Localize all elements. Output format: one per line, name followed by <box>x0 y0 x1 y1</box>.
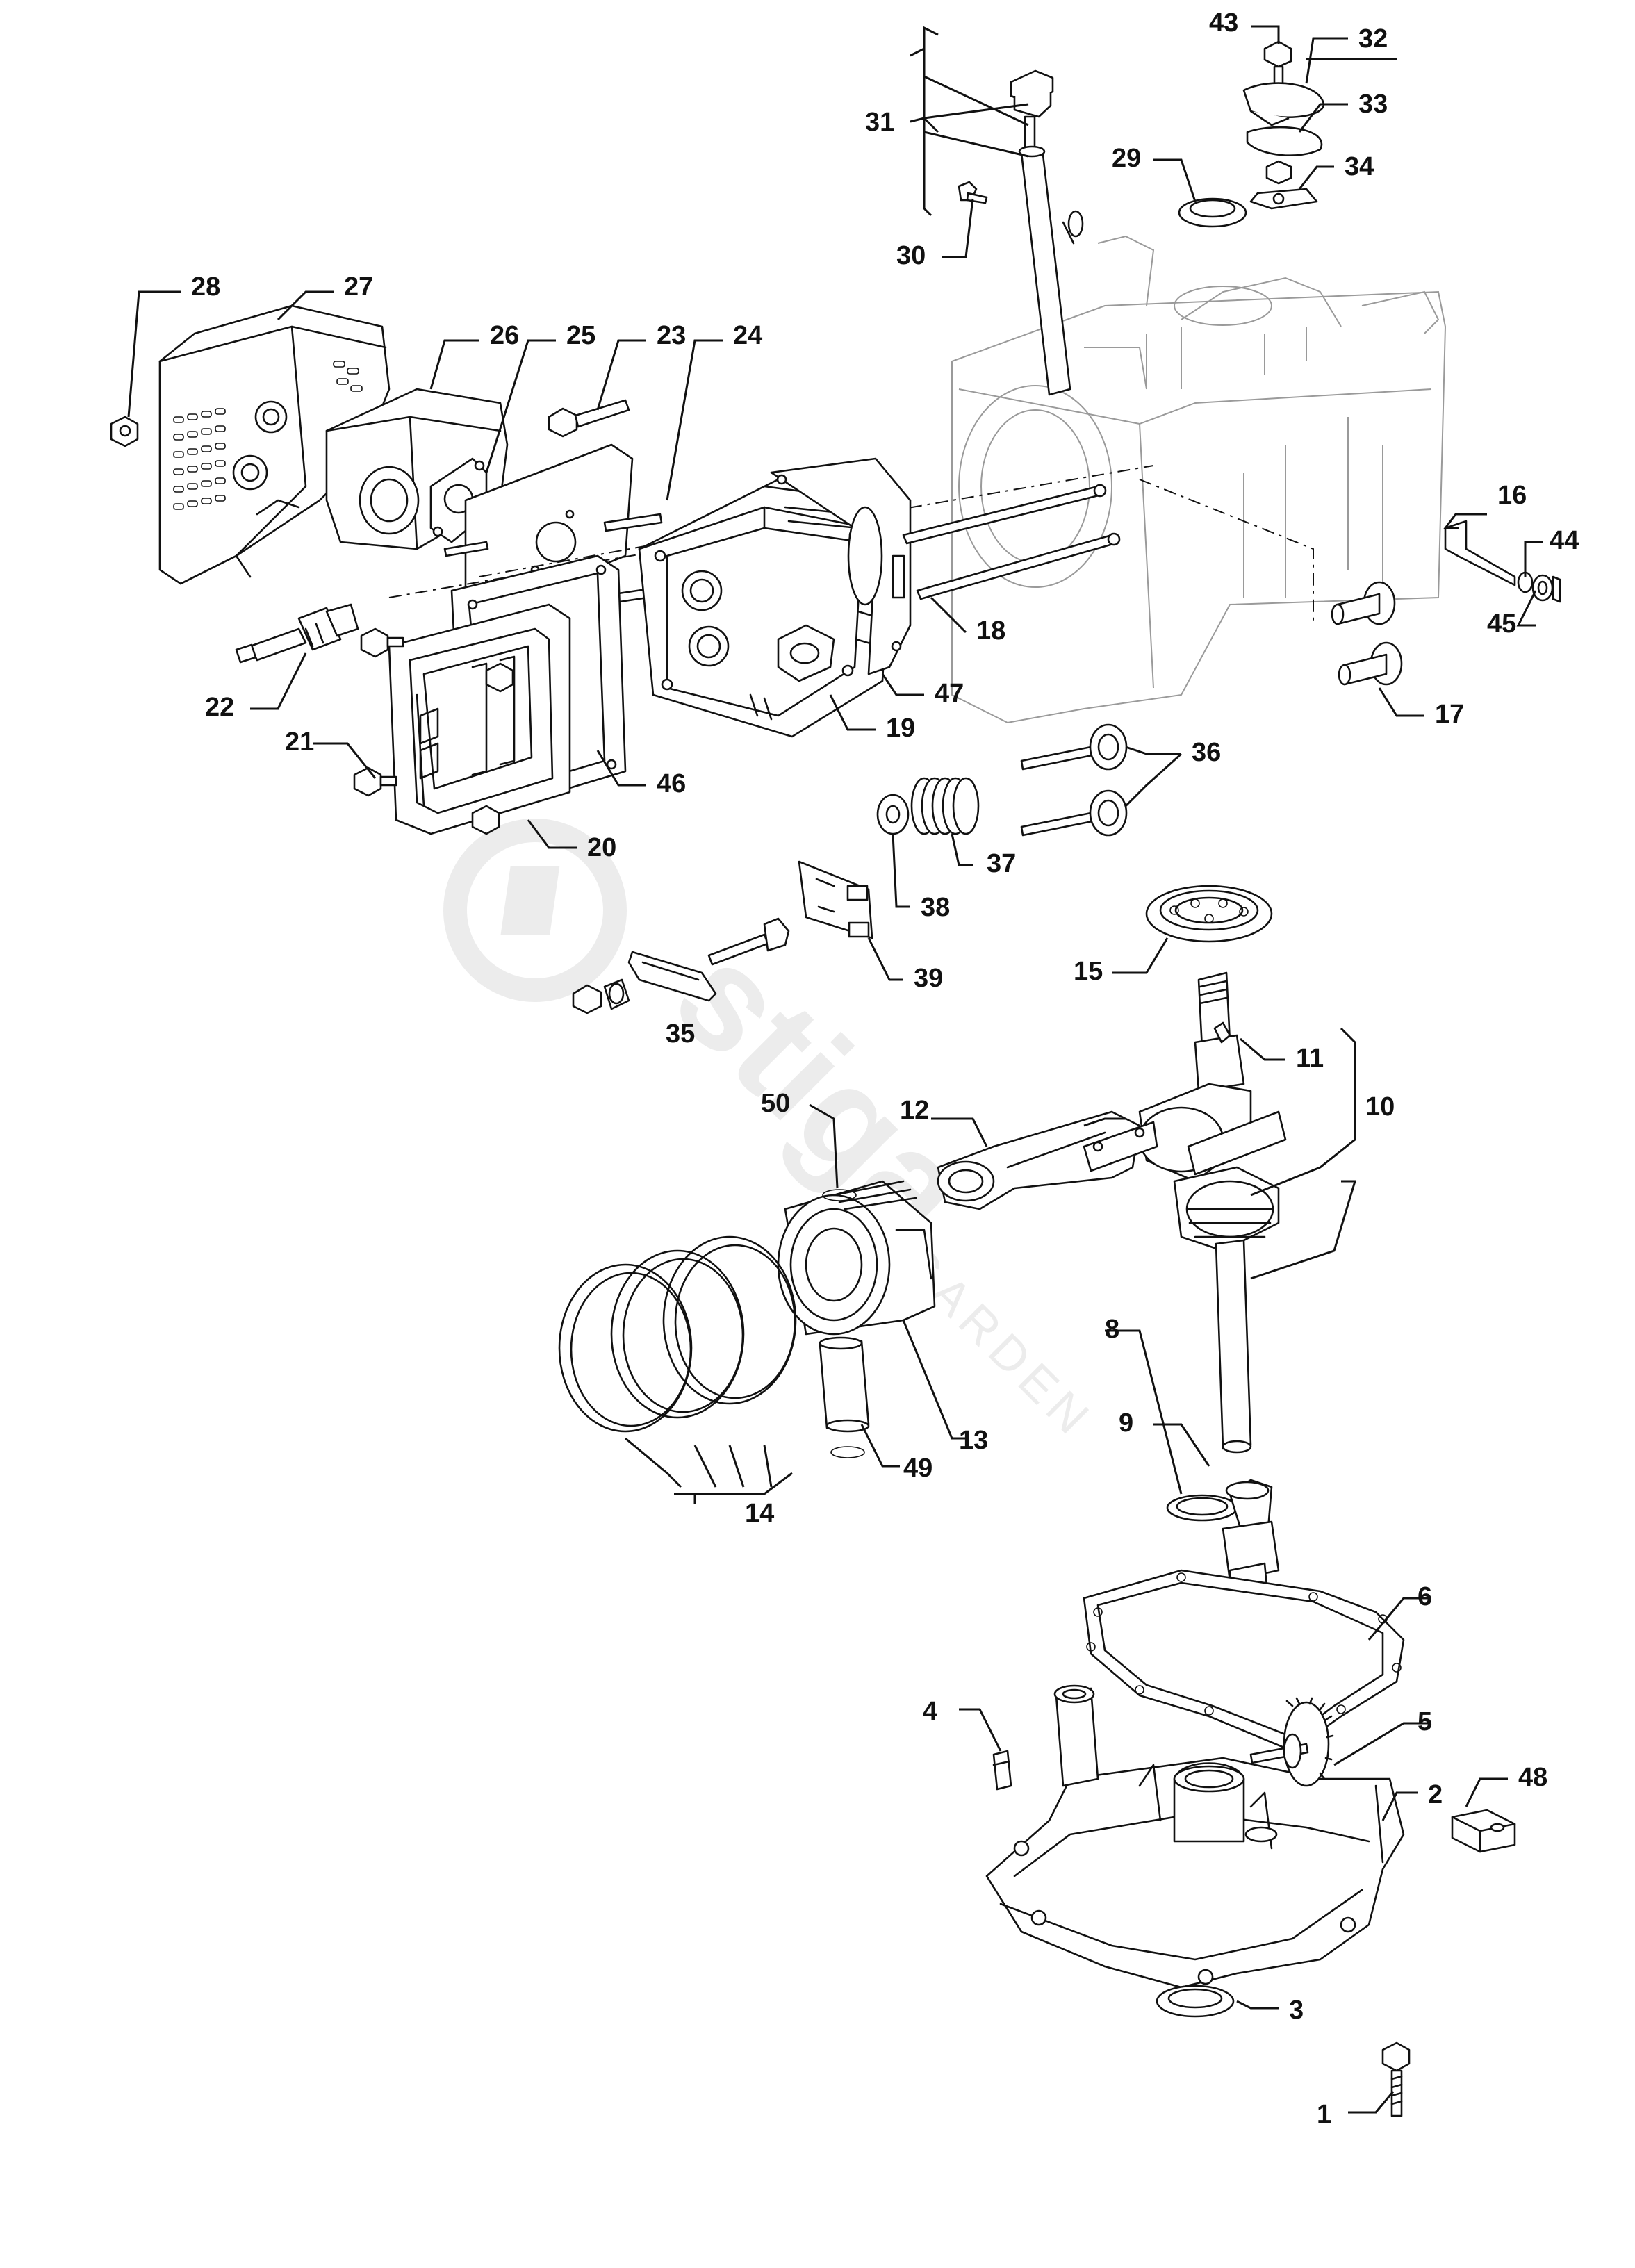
valve-cover <box>388 603 571 835</box>
callout-37: 37 <box>987 849 1016 878</box>
main-bearing <box>1145 885 1273 943</box>
governor-linkage <box>1444 520 1561 603</box>
oil-seal-3 <box>1156 1984 1235 2018</box>
callout-31: 31 <box>865 108 894 137</box>
breather-assembly <box>1242 40 1325 210</box>
callout-38: 38 <box>921 893 950 922</box>
callout-43: 43 <box>1209 8 1238 38</box>
callout-6: 6 <box>1418 1582 1432 1611</box>
cover-bolt <box>471 805 500 835</box>
engine-block-ghost <box>951 235 1447 724</box>
tappets <box>1331 581 1403 686</box>
callout-12: 12 <box>900 1096 929 1125</box>
piston-rings <box>558 1235 797 1433</box>
callout-3: 3 <box>1289 1996 1304 2025</box>
cover-bolt <box>485 662 514 693</box>
callout-39: 39 <box>914 964 943 993</box>
piston-pin <box>819 1336 870 1433</box>
guide-plate <box>798 860 873 939</box>
cover-bolts <box>353 627 514 835</box>
callout-11: 11 <box>1296 1044 1324 1073</box>
callout-17: 17 <box>1435 700 1464 729</box>
bracket-48 <box>1451 1809 1516 1853</box>
valve-spring <box>910 777 980 835</box>
callout-30: 30 <box>896 241 926 270</box>
governor-gear <box>1249 1697 1334 1787</box>
callout-1: 1 <box>1317 2100 1331 2129</box>
callout-labels: 1 2 3 4 5 6 8 9 10 11 12 13 14 15 16 17 … <box>191 8 1579 2129</box>
cover-bolt <box>360 627 404 658</box>
callout-26: 26 <box>490 321 519 350</box>
vent-slots <box>173 361 363 510</box>
crankshaft <box>1138 971 1287 1454</box>
spring-retainer <box>876 794 910 835</box>
head-gasket <box>770 457 912 675</box>
rocker-assembly <box>572 917 790 1014</box>
oil-seal-29 <box>1178 197 1247 228</box>
callout-33: 33 <box>1358 90 1388 119</box>
callout-32: 32 <box>1358 24 1388 54</box>
callout-18: 18 <box>976 616 1005 646</box>
callout-49: 49 <box>903 1454 932 1483</box>
callout-2: 2 <box>1428 1780 1443 1809</box>
callout-23: 23 <box>657 321 686 350</box>
callout-48: 48 <box>1518 1763 1547 1792</box>
callout-27: 27 <box>344 272 373 302</box>
cylinder-head <box>638 478 891 738</box>
watermark: stiga GARDEN <box>443 819 1104 1449</box>
callout-4: 4 <box>923 1697 937 1726</box>
callout-25: 25 <box>566 321 595 350</box>
callout-8: 8 <box>1105 1315 1119 1344</box>
callout-19: 19 <box>886 714 915 743</box>
camshaft-seal <box>1166 1494 1238 1522</box>
callout-16: 16 <box>1497 481 1527 510</box>
callout-20: 20 <box>587 833 616 862</box>
push-rods <box>902 484 1121 600</box>
callout-47: 47 <box>935 679 964 708</box>
callout-22: 22 <box>205 693 234 722</box>
callout-14: 14 <box>745 1499 774 1528</box>
callout-45: 45 <box>1487 609 1516 639</box>
callout-13: 13 <box>959 1426 988 1455</box>
piston <box>777 1180 936 1336</box>
callout-34: 34 <box>1345 152 1374 181</box>
crankcase-sump <box>985 1684 1405 1989</box>
dipstick-assembly <box>1010 69 1084 396</box>
callout-35: 35 <box>666 1019 695 1049</box>
callout-28: 28 <box>191 272 220 302</box>
callout-5: 5 <box>1418 1707 1432 1736</box>
callout-29: 29 <box>1112 144 1141 173</box>
callout-46: 46 <box>657 769 686 798</box>
cover-bolt <box>353 766 397 797</box>
callout-24: 24 <box>733 321 762 350</box>
connecting-rod <box>937 1110 1158 1210</box>
nut-28 <box>110 416 139 447</box>
crankcase-gasket <box>1083 1569 1405 1752</box>
bolt-23 <box>548 399 630 438</box>
callout-21: 21 <box>285 728 314 757</box>
callout-36: 36 <box>1192 738 1221 767</box>
callout-50: 50 <box>761 1089 790 1118</box>
callout-10: 10 <box>1365 1092 1395 1121</box>
callout-9: 9 <box>1119 1408 1133 1438</box>
dowel-block-4 <box>992 1750 1012 1791</box>
spark-plug <box>235 603 359 664</box>
leader-lines <box>127 25 1543 2114</box>
callout-15: 15 <box>1074 957 1103 986</box>
valves <box>1020 723 1128 837</box>
callout-44: 44 <box>1550 526 1579 555</box>
bolt-1 <box>1381 2041 1411 2117</box>
circlips <box>822 1189 865 1458</box>
